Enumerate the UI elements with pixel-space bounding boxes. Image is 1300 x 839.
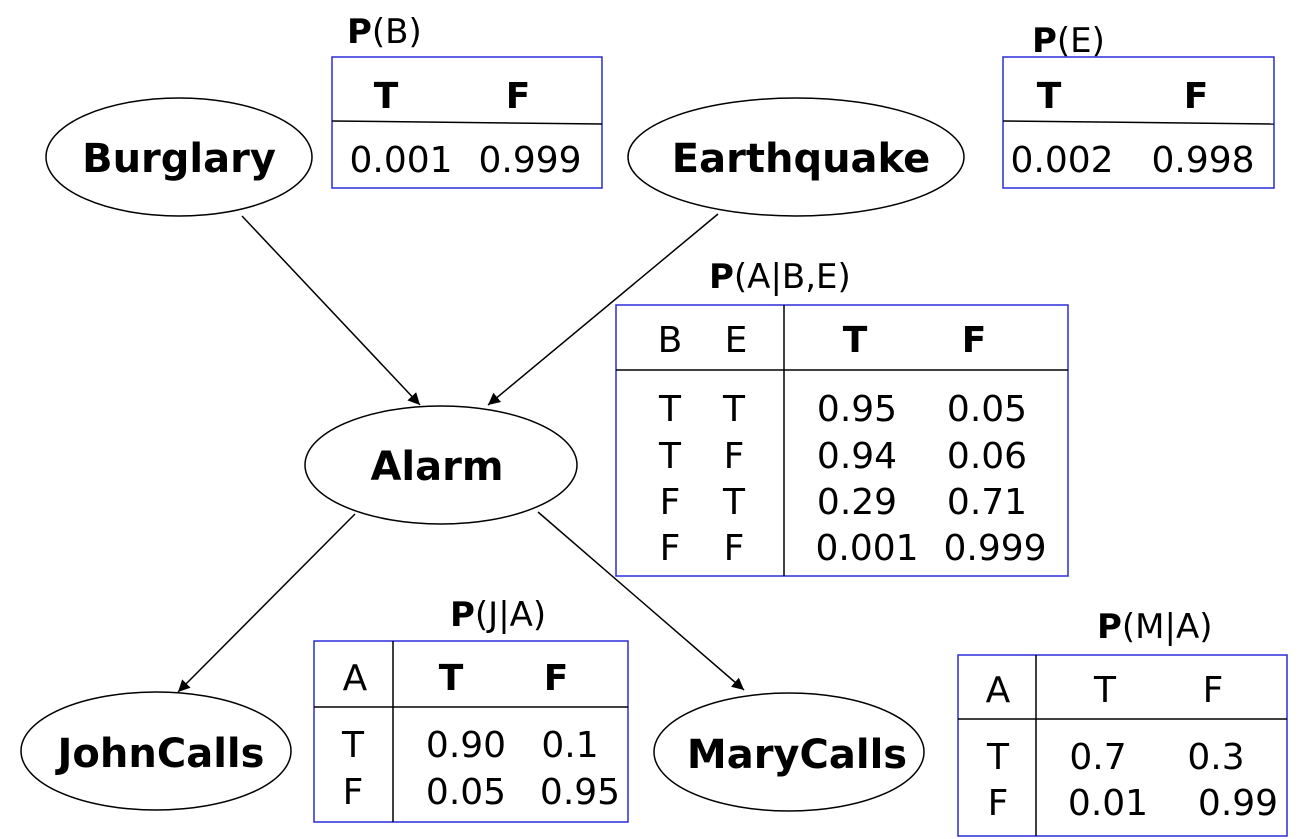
cpt-alarm-r2-b: T (658, 436, 682, 477)
cpt-earthquake-header-f: F (1184, 76, 1209, 117)
cpt-johncalls-header-a: A (343, 658, 368, 699)
cpt-burglary-title: P(B) (347, 12, 422, 52)
cpt-burglary-value-f: 0.999 (478, 140, 581, 181)
cpt-alarm-r4-t: 0.001 (815, 528, 918, 569)
node-earthquake-ellipse (627, 97, 965, 217)
node-johncalls: JohnCalls (20, 691, 292, 811)
cpt-marycalls-r1-f: 0.3 (1187, 737, 1244, 778)
cpt-alarm-r1-b: T (658, 389, 682, 430)
cpt-marycalls-header-a: A (986, 670, 1011, 711)
cpt-earthquake-title: P(E) (1032, 21, 1105, 61)
cpt-johncalls-header-f: F (544, 658, 569, 699)
cpt-burglary: P(B) T F 0.001 0.999 (331, 12, 603, 189)
cpt-alarm-header-f: F (962, 320, 987, 361)
node-burglary-label: Burglary (82, 136, 276, 182)
cpt-burglary-header-f: F (506, 76, 531, 117)
node-johncalls-label: JohnCalls (55, 731, 265, 777)
cpt-johncalls: P(J|A) A T F T 0.90 0.1 F 0.05 0.95 (313, 595, 629, 823)
node-alarm: Alarm (304, 405, 578, 525)
cpt-marycalls: P(M|A) A T F T 0.7 0.3 F 0.01 0.99 (957, 607, 1288, 837)
cpt-earthquake-header-rule (1002, 120, 1275, 125)
node-earthquake: Earthquake (627, 97, 965, 217)
cpt-marycalls-r2-a: F (988, 783, 1009, 824)
cpt-alarm-r1-f: 0.05 (947, 389, 1027, 430)
cpt-alarm-r3-t: 0.29 (817, 482, 897, 523)
cpt-burglary-header-t: T (374, 76, 399, 117)
node-earthquake-label: Earthquake (672, 136, 930, 182)
cpt-burglary-value-t: 0.001 (349, 140, 452, 181)
cpt-marycalls-title: P(M|A) (1097, 607, 1213, 647)
edge-burglary-alarm (241, 215, 421, 406)
cpt-marycalls-r1-a: T (986, 737, 1010, 778)
edge-alarm-marycalls (537, 511, 745, 691)
cpt-johncalls-r2-a: F (343, 772, 364, 813)
edge-alarm-johncalls (177, 513, 356, 693)
cpt-alarm-r3-f: 0.71 (947, 482, 1027, 523)
cpt-alarm-r4-e: F (724, 528, 745, 569)
cpt-johncalls-header-t: T (439, 658, 464, 699)
cpt-marycalls-r2-t: 0.01 (1068, 783, 1148, 824)
cpt-johncalls-r2-f: 0.95 (540, 772, 620, 813)
node-alarm-label: Alarm (370, 444, 503, 490)
cpt-earthquake-header-t: T (1037, 76, 1062, 117)
cpt-alarm-border (615, 304, 1069, 577)
node-burglary: Burglary (45, 97, 313, 217)
cpt-earthquake: P(E) T F 0.002 0.998 (1002, 21, 1275, 189)
edge-earthquake-alarm (487, 213, 719, 406)
cpt-earthquake-value-f: 0.998 (1151, 140, 1254, 181)
cpt-burglary-border (331, 56, 603, 189)
cpt-alarm-title: P(A|B,E) (709, 257, 851, 297)
cpt-alarm-header-b: B (658, 320, 683, 361)
cpt-johncalls-r1-t: 0.90 (426, 725, 506, 766)
cpt-marycalls-header-f: F (1203, 670, 1224, 711)
edges (177, 213, 745, 693)
cpt-alarm-r2-f: 0.06 (947, 436, 1027, 477)
node-marycalls-label: MaryCalls (687, 732, 907, 778)
cpt-johncalls-r2-t: 0.05 (426, 772, 506, 813)
cpt-alarm-r2-e: F (724, 436, 745, 477)
cpt-alarm-header-t: T (843, 320, 868, 361)
cpt-marycalls-r2-f: 0.99 (1198, 783, 1278, 824)
cpt-alarm-r3-b: F (660, 482, 681, 523)
cpt-alarm-header-e: E (725, 320, 748, 361)
cpt-johncalls-border (313, 640, 629, 823)
cpt-johncalls-r1-a: T (341, 725, 365, 766)
cpt-alarm-r1-t: 0.95 (817, 389, 897, 430)
cpt-alarm-r3-e: T (722, 482, 746, 523)
node-marycalls-ellipse (653, 692, 925, 812)
node-burglary-ellipse (45, 97, 313, 217)
cpt-marycalls-r1-t: 0.7 (1069, 737, 1126, 778)
cpt-johncalls-r1-f: 0.1 (541, 725, 598, 766)
cpt-marycalls-header-t: T (1093, 670, 1117, 711)
cpt-alarm-r1-e: T (722, 389, 746, 430)
cpt-alarm-r4-f: 0.999 (943, 528, 1046, 569)
cpt-alarm-r4-b: F (660, 528, 681, 569)
cpt-marycalls-border (957, 654, 1288, 837)
cpt-earthquake-value-t: 0.002 (1010, 140, 1113, 181)
cpt-earthquake-border (1002, 56, 1275, 189)
cpt-alarm: P(A|B,E) B E T F T T 0.95 0.05 T F 0.94 … (615, 257, 1069, 577)
cpt-johncalls-title: P(J|A) (450, 595, 546, 635)
node-johncalls-ellipse (20, 691, 292, 811)
node-marycalls: MaryCalls (653, 692, 925, 812)
cpt-alarm-r2-t: 0.94 (817, 436, 897, 477)
cpt-burglary-header-rule (331, 120, 603, 125)
node-alarm-ellipse (304, 405, 578, 525)
